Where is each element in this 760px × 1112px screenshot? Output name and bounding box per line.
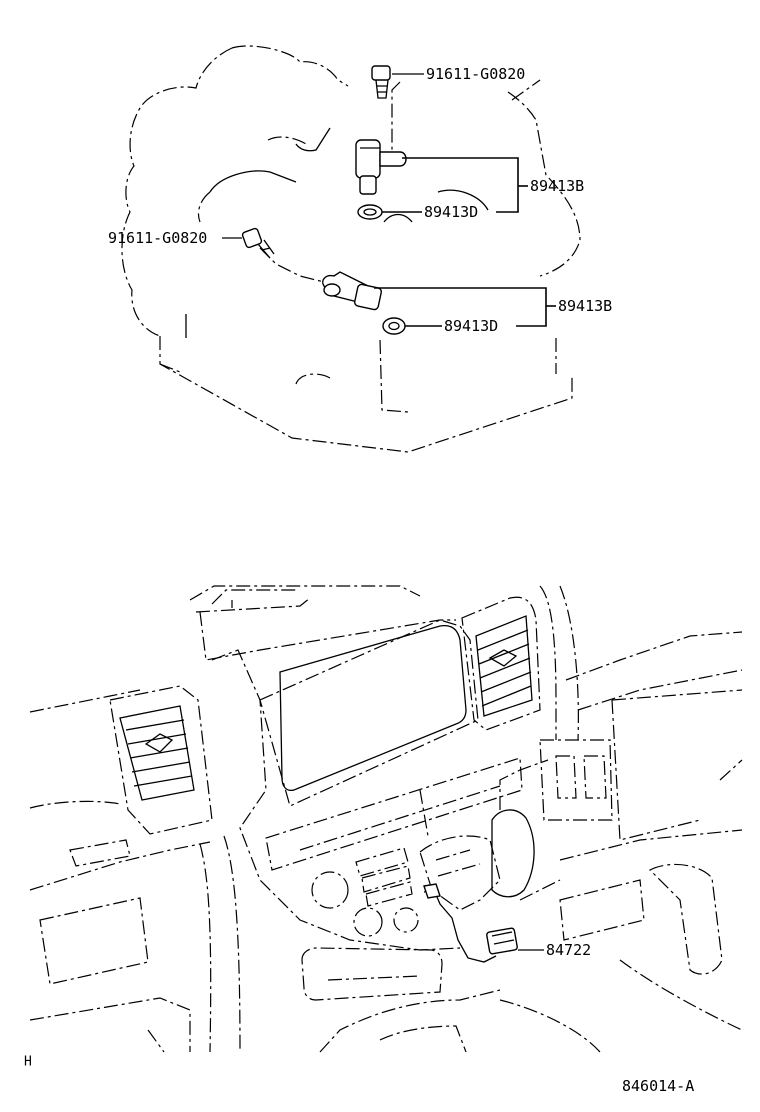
figure-number: 846014-A bbox=[622, 1077, 694, 1095]
connector-label: 84722 bbox=[546, 941, 591, 959]
bolt-left-label: 91611-G0820 bbox=[108, 229, 207, 247]
gasket-upper-label: 89413D bbox=[424, 203, 478, 221]
speed-sensor-lower[interactable] bbox=[322, 271, 382, 311]
gasket-lower-label: 89413D bbox=[444, 317, 498, 335]
bolt-left[interactable] bbox=[241, 227, 275, 259]
corner-mark: H bbox=[24, 1055, 32, 1070]
bolt-upper-label: 91611-G0820 bbox=[426, 65, 525, 83]
speed-sensor-upper[interactable] bbox=[355, 139, 407, 195]
transmission-housing bbox=[121, 45, 581, 453]
instrument-panel bbox=[29, 585, 743, 1053]
o-ring-lower[interactable] bbox=[382, 317, 406, 335]
bolt-upper[interactable] bbox=[371, 65, 391, 99]
sensor-upper-label: 89413B bbox=[530, 177, 584, 195]
o-ring-upper[interactable] bbox=[357, 204, 383, 220]
sensor-lower-label: 89413B bbox=[558, 297, 612, 315]
connector-assembly[interactable] bbox=[423, 883, 518, 963]
